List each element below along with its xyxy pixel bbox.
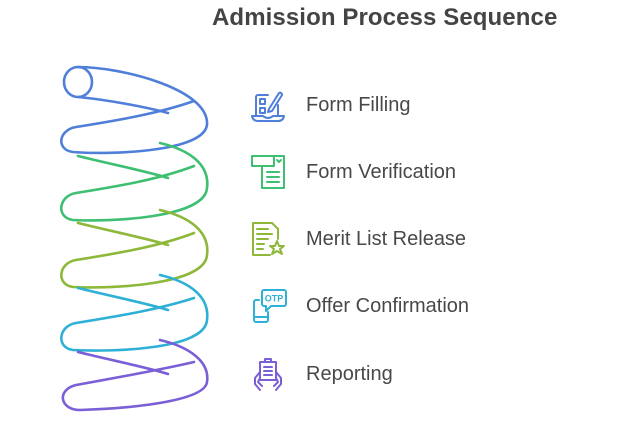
spring-coil-2 bbox=[60, 141, 209, 222]
spring-coil-5 bbox=[61, 338, 209, 412]
step-label: Merit List Release bbox=[306, 227, 467, 250]
hands-clipboard-icon bbox=[254, 358, 282, 391]
spring-coil-1 bbox=[60, 65, 209, 155]
spring-end-ring bbox=[62, 65, 94, 99]
diagram-title: Admission Process Sequence bbox=[212, 4, 558, 31]
svg-text:OTP: OTP bbox=[265, 294, 284, 304]
step-form-verification: Form Verification bbox=[248, 152, 456, 192]
step-label: Form Filling bbox=[306, 93, 411, 116]
phone-otp-icon: OTP bbox=[253, 289, 287, 323]
spring-coil-4 bbox=[60, 273, 209, 352]
spring-coil-3 bbox=[60, 208, 209, 289]
step-reporting: Reporting bbox=[248, 354, 393, 394]
document-star-icon bbox=[252, 222, 285, 256]
step-label: Reporting bbox=[306, 362, 393, 385]
form-check-icon bbox=[251, 155, 285, 189]
step-merit-list-release: Merit List Release bbox=[248, 219, 466, 259]
step-form-filling: Form Filling bbox=[248, 85, 410, 125]
step-offer-confirmation: OTP Offer Confirmation bbox=[248, 286, 469, 326]
laptop-form-pencil-icon bbox=[251, 91, 285, 122]
step-label: Offer Confirmation bbox=[306, 294, 470, 317]
step-label: Form Verification bbox=[306, 160, 457, 183]
